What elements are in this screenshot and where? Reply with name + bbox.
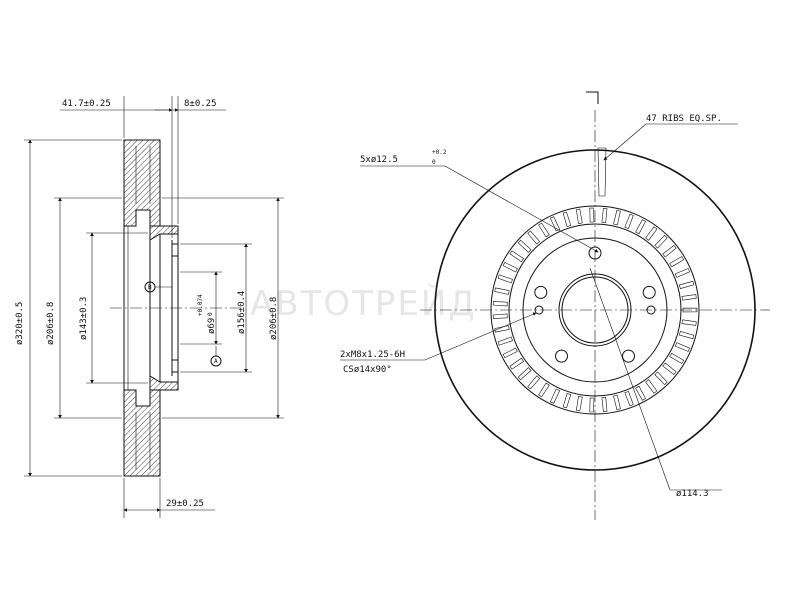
bolt-hole bbox=[642, 285, 656, 299]
vent-rib bbox=[635, 385, 647, 401]
vent-rib bbox=[538, 382, 550, 398]
vent-rib bbox=[635, 219, 647, 235]
datum-a-marker bbox=[210, 355, 222, 367]
hat-bottom-flange bbox=[149, 375, 179, 391]
vent-rib bbox=[613, 210, 621, 226]
vent-rib bbox=[654, 371, 668, 386]
holes-tol-up: +0.2 bbox=[432, 149, 447, 156]
dim-offset: 41.7±0.25 bbox=[62, 99, 111, 109]
vent-rib bbox=[645, 226, 658, 241]
vent-rib bbox=[550, 388, 561, 404]
vent-rib bbox=[645, 379, 658, 394]
vent-rib bbox=[497, 274, 513, 284]
vent-rib bbox=[681, 294, 697, 301]
vent-rib bbox=[682, 307, 698, 313]
holes-tol-low: 0 bbox=[432, 159, 436, 166]
bolt-holes bbox=[534, 246, 656, 363]
vent-rib bbox=[494, 325, 510, 333]
dim-206-right: ø206±0.8 bbox=[269, 297, 279, 340]
top-ring-section bbox=[123, 139, 161, 227]
vent-rib bbox=[678, 280, 695, 289]
countersink-label: CSø14x90° bbox=[343, 365, 392, 375]
bolt-hole bbox=[534, 285, 548, 299]
vent-rib bbox=[674, 342, 690, 352]
vent-rib bbox=[662, 244, 677, 258]
bottom-ring-section bbox=[123, 389, 161, 477]
vent-rib bbox=[550, 216, 561, 232]
dim-bottom-thickness: 29±0.25 bbox=[166, 499, 204, 509]
vent-rib bbox=[674, 268, 690, 278]
vent-rib bbox=[509, 357, 525, 370]
vent-rib bbox=[527, 230, 541, 245]
vent-rib bbox=[562, 393, 572, 409]
vent-rib bbox=[502, 347, 518, 359]
pcd-label: ø114.3 bbox=[676, 489, 709, 499]
vent-rib bbox=[678, 331, 695, 340]
dim-69: ø69 bbox=[207, 318, 217, 334]
vent-rib bbox=[509, 250, 525, 263]
vent-rib bbox=[624, 213, 634, 229]
bolt-hole bbox=[622, 349, 635, 363]
datum-a-label: A bbox=[214, 358, 218, 365]
vent-ribs bbox=[492, 207, 698, 413]
dim-69-tol-low: 0 bbox=[207, 312, 214, 316]
vent-rib bbox=[669, 256, 685, 268]
vent-rib bbox=[538, 222, 550, 238]
front-view: 47 RIBS EQ.SP. 5xø12.5 +0.2 0 2xM8x1.25-… bbox=[340, 91, 770, 520]
thread-label: 2xM8x1.25-6H bbox=[340, 350, 405, 360]
vent-rib bbox=[517, 367, 532, 381]
vent-rib bbox=[502, 261, 518, 273]
vent-rib bbox=[601, 207, 608, 224]
vent-rib bbox=[624, 391, 634, 407]
vent-rib bbox=[681, 319, 697, 326]
vent-rib bbox=[669, 352, 685, 364]
vent-rib bbox=[575, 208, 583, 224]
dim-143: ø143±0.3 bbox=[79, 297, 89, 340]
vent-rib bbox=[654, 234, 668, 249]
vent-rib bbox=[497, 336, 513, 346]
vent-rib bbox=[517, 239, 532, 253]
vent-rib bbox=[492, 301, 508, 307]
vent-rib bbox=[601, 396, 608, 413]
dim-69-tol-up: +0.074 bbox=[197, 294, 204, 316]
vent-rib bbox=[613, 394, 621, 410]
dim-outer-diameter: ø320±0.5 bbox=[15, 302, 25, 345]
datum-b-marker bbox=[144, 281, 156, 293]
vent-rib bbox=[662, 362, 677, 376]
dim-thickness-top: 8±0.25 bbox=[184, 99, 217, 109]
side-section-view: 41.7±0.25 8±0.25 29±0.25 ø320±0.5 ø206±0… bbox=[15, 96, 284, 518]
vent-rib bbox=[575, 396, 583, 412]
vent-rib bbox=[562, 211, 572, 227]
dim-206-left: ø206±0.8 bbox=[46, 302, 56, 345]
vent-rib bbox=[527, 375, 541, 390]
datum-b-label: B bbox=[148, 284, 152, 291]
vent-rib bbox=[589, 207, 595, 223]
dim-156: ø156±0.4 bbox=[237, 291, 247, 334]
bolt-hole bbox=[555, 349, 568, 363]
vent-rib bbox=[589, 397, 595, 413]
ribs-label: 47 RIBS EQ.SP. bbox=[646, 114, 722, 124]
watermark: АВТОТРЕЙД bbox=[250, 283, 477, 324]
holes-label: 5xø12.5 bbox=[360, 155, 398, 165]
vent-rib bbox=[494, 287, 510, 295]
hat-top-flange bbox=[149, 225, 179, 241]
vent-rib bbox=[492, 313, 508, 319]
